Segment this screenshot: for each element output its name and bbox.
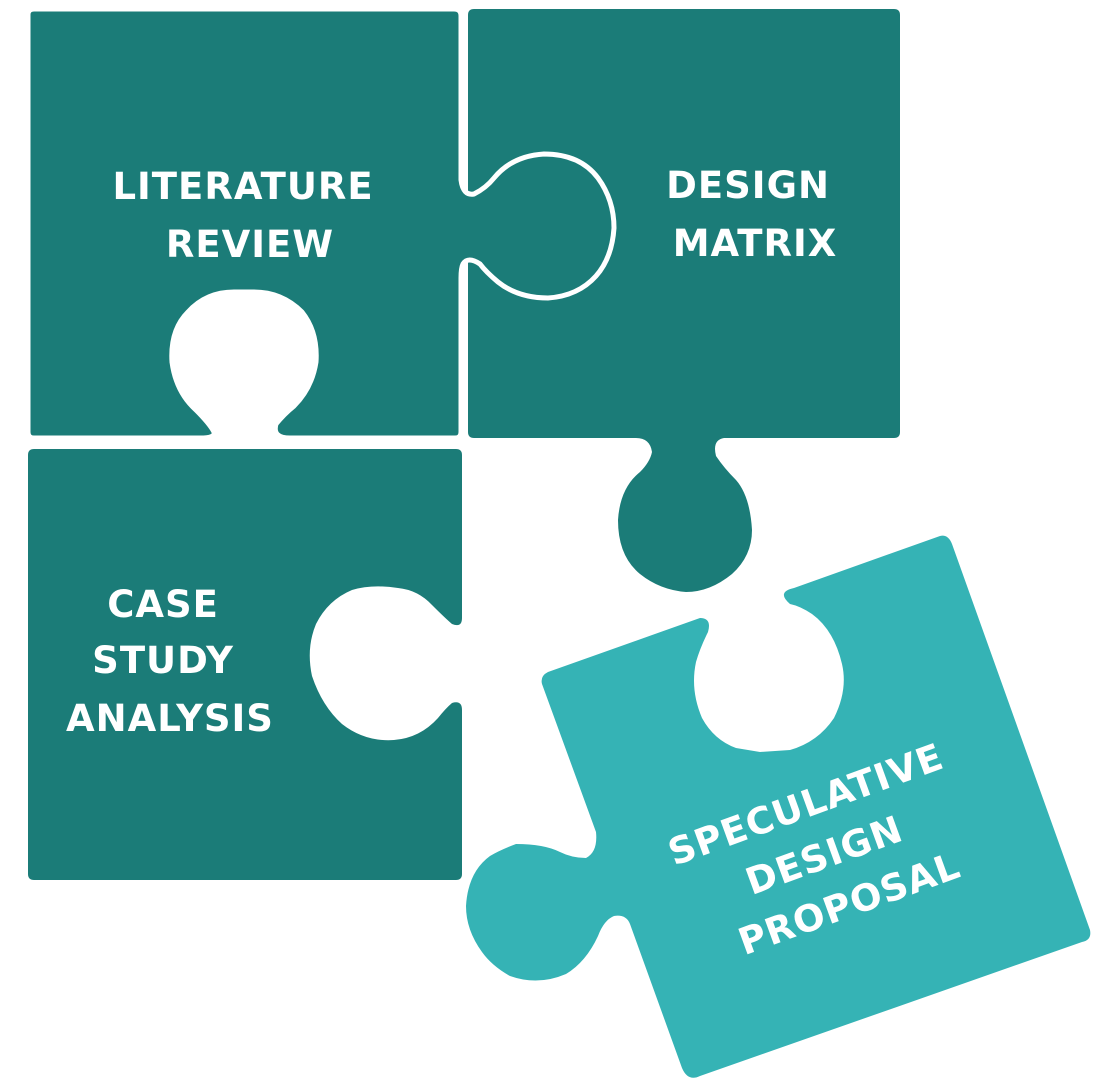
piece-literature-review: LITERATURE REVIEW bbox=[25, 6, 617, 441]
svg-text:LITERATURE REVIEW: LITERATURE REVIEW bbox=[112, 165, 387, 266]
piece-label-line: CASE bbox=[107, 583, 219, 626]
piece-speculative-design-proposal: SPECULATIVE DESIGN PROPOSAL bbox=[466, 535, 1091, 1078]
puzzle-piece-shape bbox=[468, 9, 900, 592]
piece-label-line: MATRIX bbox=[673, 222, 838, 265]
piece-label-line: LITERATURE bbox=[112, 165, 373, 208]
puzzle-piece-shape bbox=[466, 535, 1091, 1078]
puzzle-piece-shape bbox=[28, 449, 462, 880]
piece-label-line: ANALYSIS bbox=[66, 697, 274, 740]
piece-label-line: DESIGN bbox=[666, 164, 830, 207]
piece-label-line: STUDY bbox=[92, 639, 234, 682]
piece-case-study-analysis: CASE STUDY ANALYSIS bbox=[28, 449, 462, 880]
svg-text:DESIGN MATRIX: DESIGN MATRIX bbox=[666, 164, 844, 265]
piece-design-matrix: DESIGN MATRIX bbox=[468, 9, 900, 592]
puzzle-piece-shape bbox=[25, 6, 617, 441]
piece-label-line: REVIEW bbox=[166, 223, 334, 266]
svg-text:CASE STUDY ANALYSI: CASE STUDY ANALYSIS bbox=[66, 583, 274, 740]
